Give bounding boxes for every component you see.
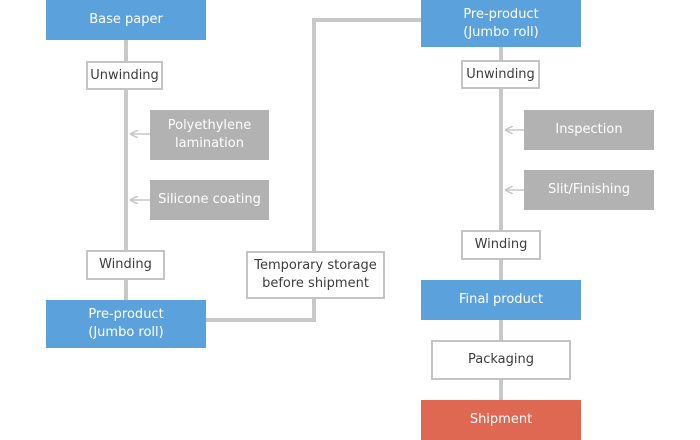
temporary-storage-node: Temporary storage before shipment	[246, 251, 385, 299]
right-unwinding-label: Unwinding	[466, 66, 535, 82]
silicone-coating-label: Silicone coating	[158, 192, 261, 207]
right-pre-product-node: Pre-product (Jumbo roll)	[421, 0, 581, 47]
base-paper-label: Base paper	[89, 12, 163, 27]
inspection-node: Inspection	[524, 110, 654, 150]
slit-finishing-node: Slit/Finishing	[524, 170, 654, 210]
left-unwinding-label: Unwinding	[90, 67, 159, 83]
right-winding-label: Winding	[474, 237, 528, 252]
silicone-coating-node: Silicone coating	[150, 180, 269, 220]
right-pre-product-label: Pre-product (Jumbo roll)	[463, 6, 539, 40]
left-winding-node: Winding	[86, 250, 165, 280]
polyethylene-lamination-node: Polyethylene lamination	[150, 110, 269, 160]
inspection-label: Inspection	[555, 122, 623, 137]
left-pre-product-node: Pre-product (Jumbo roll)	[46, 300, 206, 348]
polyethylene-lamination-label: Polyethylene lamination	[167, 118, 252, 151]
right-unwinding-node: Unwinding	[461, 60, 540, 89]
right-winding-node: Winding	[461, 230, 541, 260]
left-unwinding-node: Unwinding	[86, 61, 163, 90]
slit-finishing-label: Slit/Finishing	[547, 182, 631, 197]
packaging-label: Packaging	[468, 352, 534, 367]
storage-to-right-connector	[312, 18, 421, 251]
packaging-node: Packaging	[431, 340, 571, 380]
shipment-label: Shipment	[469, 412, 533, 427]
shipment-node: Shipment	[421, 400, 581, 440]
temporary-storage-label: Temporary storage before shipment	[254, 258, 377, 291]
final-product-node: Final product	[421, 280, 581, 320]
final-product-label: Final product	[458, 292, 544, 307]
left-winding-label: Winding	[99, 257, 152, 272]
left-pre-product-label: Pre-product (Jumbo roll)	[88, 307, 164, 340]
base-paper-node: Base paper	[46, 0, 206, 40]
